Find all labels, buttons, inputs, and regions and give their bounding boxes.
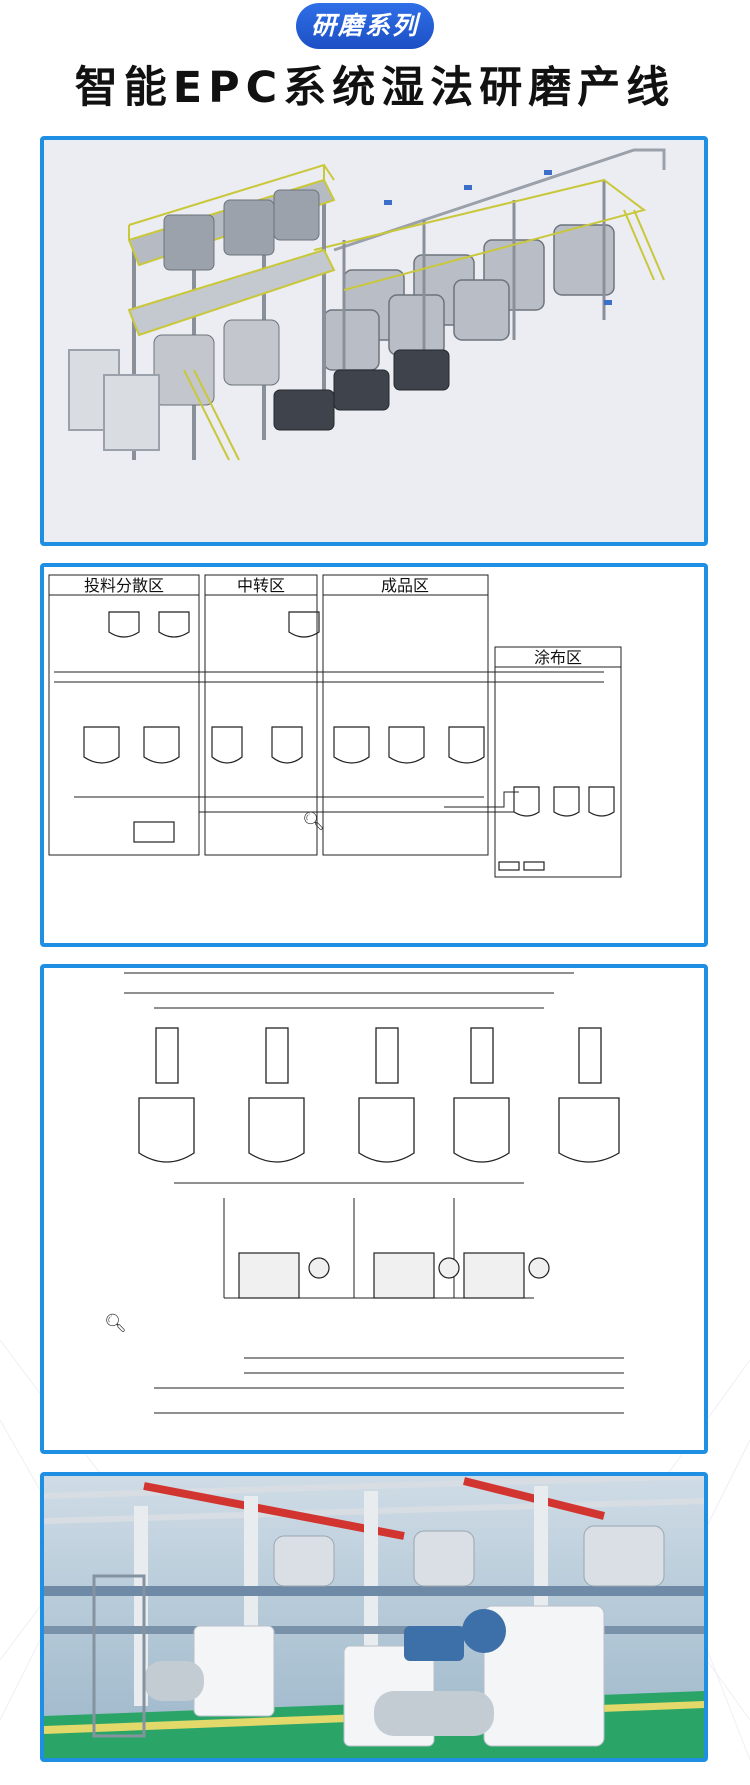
zone-box-feeding xyxy=(48,574,200,856)
zone-box-finished xyxy=(322,574,489,856)
zone-box-transfer xyxy=(204,574,318,856)
magnifier-icon: 🔍︎ xyxy=(302,811,325,832)
zone-box-coating xyxy=(494,646,622,878)
page-title: 智能EPC系统湿法研磨产线 xyxy=(74,63,676,113)
zone-label-coating: 涂布区 xyxy=(534,648,582,667)
zone-label-transfer: 中转区 xyxy=(237,576,285,595)
factory-photo xyxy=(40,1472,708,1762)
zone-label-feeding: 投料分散区 xyxy=(84,576,164,595)
series-badge: 研磨系列 xyxy=(296,3,434,49)
production-line-3d-render xyxy=(40,136,708,546)
piping-instrumentation-diagram: 🔍︎ xyxy=(40,964,708,1454)
process-flow-diagram: 投料分散区 中转区 成品区 涂布区 🔍︎ xyxy=(40,563,708,947)
zone-label-finished: 成品区 xyxy=(381,576,429,595)
magnifier-icon: 🔍︎ xyxy=(104,1313,127,1334)
